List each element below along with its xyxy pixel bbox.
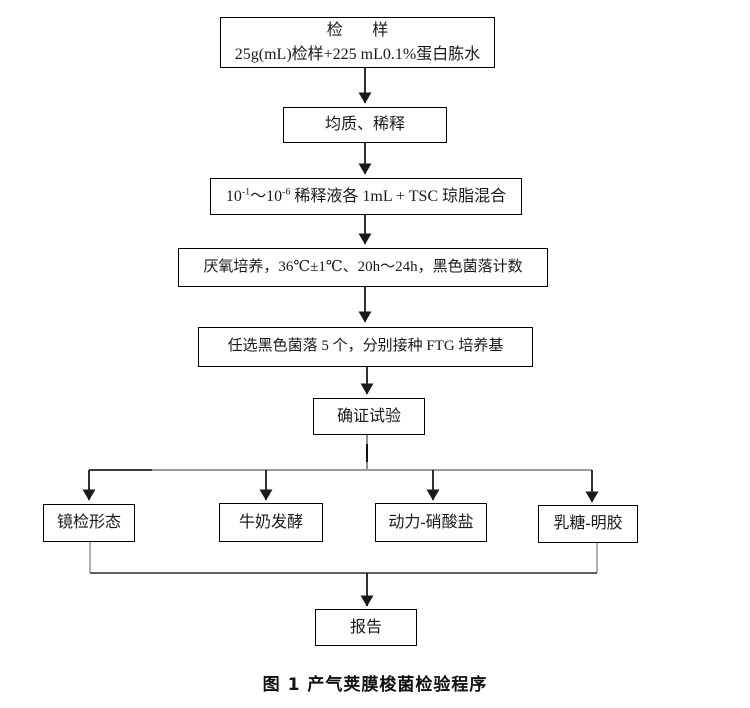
report-box-label: 报告 <box>349 618 382 636</box>
sample-box-subtitle: 25g(mL)检样+225 mL0.1%蛋白胨水 <box>234 45 481 63</box>
flow-box-test-motility-nitrate: 动力-硝酸盐 <box>375 503 487 542</box>
colony-box-label: 任选黑色菌落 5 个，分别接种 FTG 培养基 <box>227 338 504 355</box>
test-lactose-gelatin-label: 乳糖-明胶 <box>553 515 623 533</box>
flow-box-homogenize: 均质、稀释 <box>283 107 447 143</box>
test-microscopy-label: 镜检形态 <box>56 514 121 532</box>
dilution-rest: 稀释液各 1mL + TSC 琼脂混合 <box>290 187 507 205</box>
flow-box-confirm-test: 确证试验 <box>313 398 425 435</box>
test-milk-label: 牛奶发酵 <box>238 513 303 531</box>
dilution-exponent-2: -6 <box>282 186 291 198</box>
flow-box-dilution: 10-1～10-6 稀释液各 1mL + TSC 琼脂混合 <box>210 178 522 215</box>
flow-box-sample: 检 样 25g(mL)检样+225 mL0.1%蛋白胨水 <box>220 17 495 68</box>
flow-box-report: 报告 <box>315 609 417 646</box>
flow-box-test-milk: 牛奶发酵 <box>219 503 323 542</box>
dilution-base-2: 10 <box>266 187 283 205</box>
dilution-exponent-1: -1 <box>241 186 251 198</box>
flow-box-anaerobic-culture: 厌氧培养，36℃±1℃、20h～24h，黑色菌落计数 <box>178 248 548 287</box>
flow-box-test-lactose-gelatin: 乳糖-明胶 <box>538 505 638 543</box>
figure-caption: 图 1 产气荚膜梭菌检验程序 <box>262 675 488 695</box>
dilution-box-label: 10-1～10-6 稀释液各 1mL + TSC 琼脂混合 <box>226 185 506 208</box>
test-motility-nitrate-label: 动力-硝酸盐 <box>388 513 474 531</box>
homogenize-box-label: 均质、稀释 <box>324 116 405 134</box>
confirm-box-label: 确证试验 <box>336 407 401 425</box>
sample-box-title: 检 样 <box>326 22 389 40</box>
dilution-tilde: ～ <box>250 187 267 205</box>
anaerobic-box-label: 厌氧培养，36℃±1℃、20h～24h，黑色菌落计数 <box>203 258 523 275</box>
flow-box-colony-pick: 任选黑色菌落 5 个，分别接种 FTG 培养基 <box>198 327 533 367</box>
flow-box-test-microscopy: 镜检形态 <box>43 504 135 542</box>
dilution-base-1: 10 <box>225 187 242 205</box>
